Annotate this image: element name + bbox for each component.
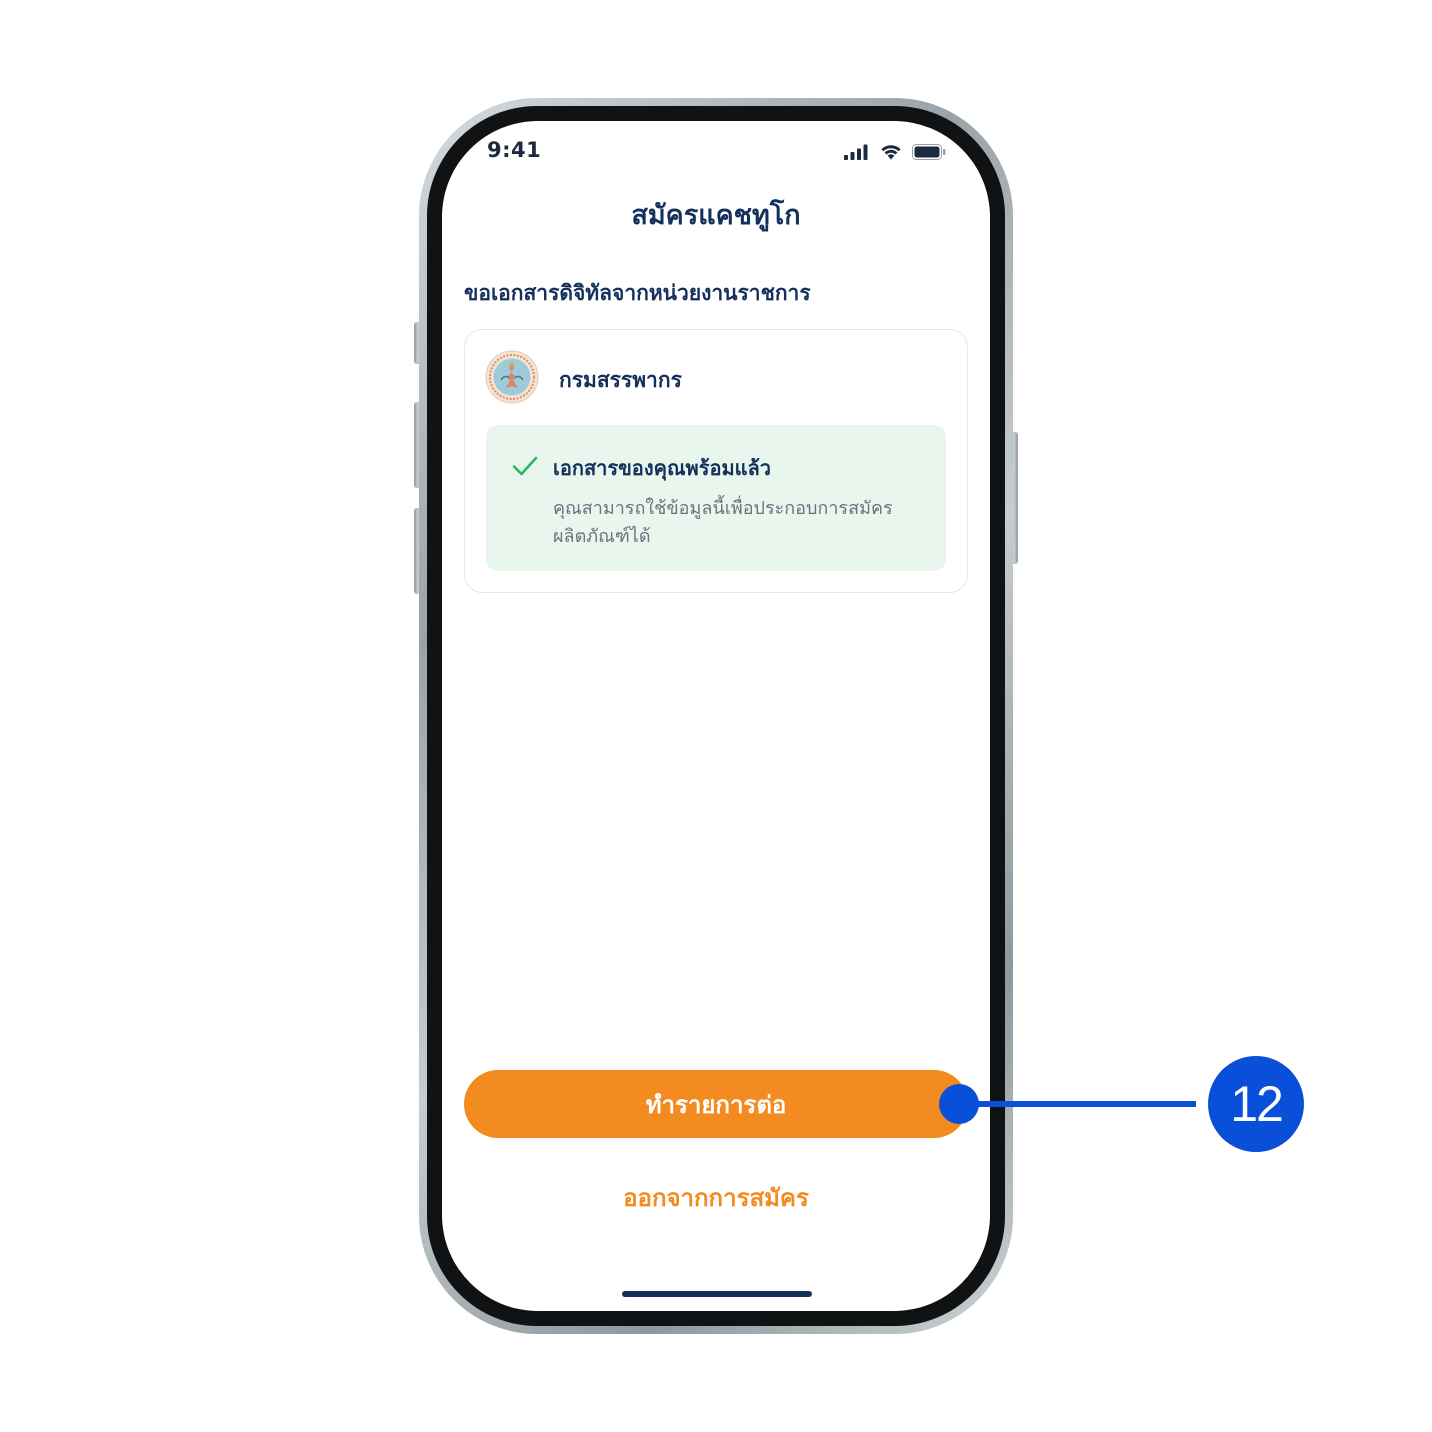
- callout-pointer-dot: [939, 1084, 979, 1124]
- check-icon: [512, 456, 538, 476]
- power-button: [1010, 432, 1018, 564]
- revenue-department-seal-icon: [485, 350, 539, 404]
- section-heading: ขอเอกสารดิจิทัลจากหน่วยงานราชการ: [464, 281, 811, 305]
- exit-registration-link[interactable]: ออกจากการสมัคร: [623, 1184, 809, 1212]
- ready-description: คุณสามารถใช้ข้อมูลนี้เพื่อประกอบการสมัคร…: [553, 498, 893, 547]
- battery-icon: [912, 143, 946, 160]
- volume-down-button: [414, 508, 422, 594]
- mute-switch: [414, 322, 422, 364]
- agency-name: กรมสรรพากร: [559, 368, 682, 392]
- page-title: สมัครแคชทูโก: [631, 200, 801, 231]
- callout-connector-line: [974, 1101, 1196, 1107]
- home-indicator[interactable]: [622, 1291, 812, 1297]
- continue-button[interactable]: ทำรายการต่อ: [464, 1070, 968, 1138]
- status-time: 9:41: [487, 138, 542, 162]
- phone-screen: 9:41 สมัครแคชทูโก ขอเอกสารดิจิทัลจากหน่ว…: [442, 121, 990, 1311]
- ready-title: เอกสารของคุณพร้อมแล้ว: [553, 456, 772, 480]
- status-icons: [844, 143, 946, 160]
- agency-card: กรมสรรพากร เอกสารของคุณพร้อมแล้ว คุณสามา…: [464, 329, 968, 593]
- volume-up-button: [414, 402, 422, 488]
- wifi-icon: [881, 145, 901, 160]
- document-ready-banner: เอกสารของคุณพร้อมแล้ว คุณสามารถใช้ข้อมูล…: [486, 425, 946, 571]
- callout-step-badge: 12: [1208, 1056, 1304, 1152]
- signal-icon: [844, 144, 868, 160]
